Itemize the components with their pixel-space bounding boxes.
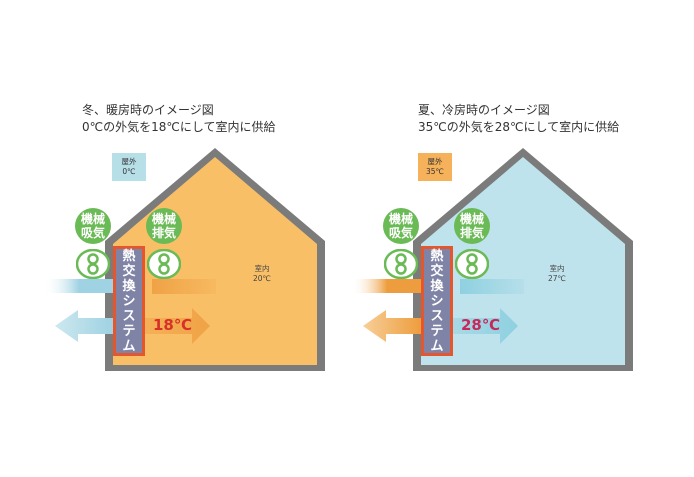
caption-description: 0℃の外気を18℃にして室内に供給	[82, 120, 276, 134]
indoor-label-block: 室内 20℃	[242, 264, 282, 284]
intake-label-line2: 吸気	[388, 226, 413, 240]
heat-exchange-system: 熱 交 換 シ ス テ ム	[113, 246, 145, 356]
winter-air-arrows	[45, 279, 216, 344]
system-char: ム	[430, 338, 444, 354]
indoor-label: 室内	[254, 264, 270, 273]
system-char: 交	[430, 263, 444, 279]
fan-icon	[76, 249, 110, 279]
outdoor-temp-box: 屋外 0℃	[112, 153, 146, 181]
exhaust-label-line1: 機械	[151, 212, 176, 226]
winter-panel: 冬、暖房時のイメージ図 0℃の外気を18℃にして室内に供給 屋外 0℃	[45, 102, 325, 371]
exhaust-label-line2: 排気	[459, 226, 484, 240]
room-air-exhaust-arrow	[152, 279, 216, 294]
mechanical-exhaust-badge: 機械 排気	[454, 208, 490, 244]
caption-title: 夏、冷房時のイメージ図	[418, 103, 550, 117]
supply-air-arrow	[145, 308, 210, 344]
indoor-temp: 27℃	[548, 274, 566, 283]
indoor-label: 室内	[549, 264, 565, 273]
system-char: テ	[122, 323, 136, 339]
supply-temp: 28℃	[461, 316, 501, 334]
system-char: テ	[430, 323, 444, 339]
supply-temp: 18℃	[153, 316, 193, 334]
caption-title: 冬、暖房時のイメージ図	[82, 103, 214, 117]
system-char: 換	[430, 278, 444, 294]
summer-caption: 夏、冷房時のイメージ図 35℃の外気を28℃にして室内に供給	[418, 102, 619, 136]
outdoor-temp-box: 屋外 35℃	[418, 153, 452, 181]
system-char: 交	[122, 263, 136, 279]
system-char: 熱	[430, 248, 444, 264]
room-air-exhaust-arrow	[460, 279, 524, 294]
system-char: ム	[122, 338, 136, 354]
intake-label-line1: 機械	[80, 212, 105, 226]
system-char: シ	[122, 293, 136, 309]
outdoor-temp: 0℃	[122, 167, 136, 176]
supply-air-arrow	[453, 308, 518, 344]
outdoor-temp: 35℃	[426, 167, 444, 176]
system-char: 熱	[122, 248, 136, 264]
exhaust-label-line2: 排気	[151, 226, 176, 240]
winter-caption: 冬、暖房時のイメージ図 0℃の外気を18℃にして室内に供給	[82, 102, 276, 136]
system-char: 換	[122, 278, 136, 294]
fan-icon	[384, 249, 418, 279]
summer-panel: 夏、冷房時のイメージ図 35℃の外気を28℃にして室内に供給 屋外 35℃	[347, 0, 694, 477]
outdoor-air-inflow-arrow	[353, 279, 421, 293]
system-char: シ	[430, 293, 444, 309]
exhaust-label-line1: 機械	[459, 212, 484, 226]
fan-icon	[147, 249, 181, 279]
exhaust-outflow-arrow	[363, 310, 421, 342]
mechanical-intake-badge: 機械 吸気	[383, 208, 419, 244]
exhaust-outflow-arrow	[55, 310, 113, 342]
outdoor-label: 屋外	[121, 157, 137, 166]
outdoor-air-inflow-arrow	[45, 279, 113, 293]
intake-label-line2: 吸気	[80, 226, 105, 240]
caption-description: 35℃の外気を28℃にして室内に供給	[418, 120, 620, 134]
mechanical-intake-badge: 機械 吸気	[75, 208, 111, 244]
mechanical-exhaust-badge: 機械 排気	[146, 208, 182, 244]
system-char: ス	[122, 308, 136, 324]
heat-exchange-system: 熱 交 換 シ ス テ ム	[421, 246, 453, 356]
intake-label-line1: 機械	[388, 212, 413, 226]
outdoor-label: 屋外	[427, 157, 443, 166]
indoor-label-block: 室内 27℃	[537, 264, 577, 284]
system-char: ス	[430, 308, 444, 324]
indoor-temp: 20℃	[253, 274, 271, 283]
fan-icon	[455, 249, 489, 279]
summer-air-arrows	[353, 279, 524, 344]
